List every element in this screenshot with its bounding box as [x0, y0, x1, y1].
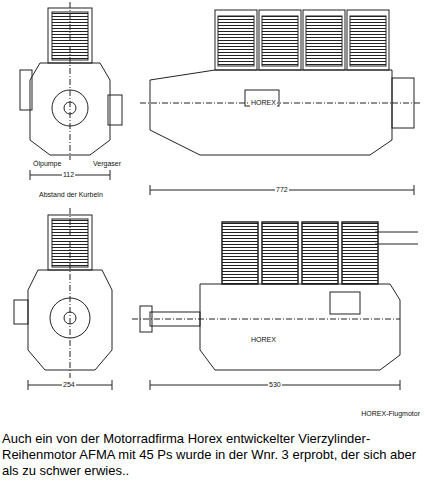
side-view-bottom [132, 222, 418, 390]
part-name: Abstand der Kurbeln [38, 191, 104, 199]
maker-mark: HOREX [250, 336, 277, 344]
caption: Auch ein von der Motorradfirma Horex ent… [2, 431, 420, 479]
dimension: 772 [275, 186, 289, 194]
dimension: 112 [62, 171, 75, 179]
engine-drawing [0, 0, 425, 425]
side-view-top [140, 10, 420, 195]
part-name: Vergaser [92, 160, 122, 168]
dimension: 254 [62, 381, 76, 389]
dimension: 530 [268, 381, 282, 389]
drawing-title: HOREX-Flugmotor [360, 410, 421, 418]
front-view-top [20, 2, 122, 180]
maker-mark: HOREX [250, 99, 277, 107]
part-name: Ölpumpe [32, 160, 62, 168]
front-view-bottom [14, 208, 112, 390]
